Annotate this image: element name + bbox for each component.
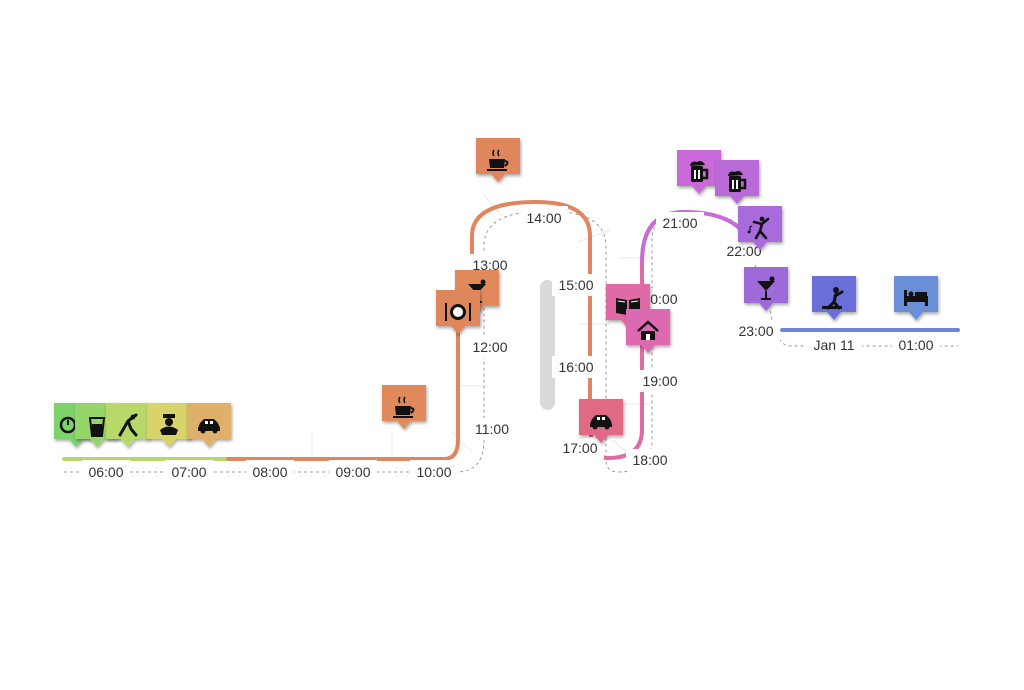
vertical-scrollbar-thumb[interactable] bbox=[540, 280, 555, 410]
tick-label-11: 11:00 bbox=[475, 421, 509, 437]
tick-label-07: 07:00 bbox=[171, 464, 206, 480]
tick-label-23: 23:00 bbox=[738, 323, 773, 339]
tick-label-jan-11: Jan 11 bbox=[814, 337, 855, 353]
tick-label-06: 06:00 bbox=[88, 464, 123, 480]
pin-dancing[interactable] bbox=[738, 206, 782, 250]
pin-coffee-morning[interactable] bbox=[382, 385, 426, 429]
tick-label-09: 09:00 bbox=[335, 464, 370, 480]
tick-label-01: 01:00 bbox=[898, 337, 933, 353]
tick-label-10: 10:00 bbox=[416, 464, 451, 480]
pin-beer-2[interactable] bbox=[715, 160, 759, 204]
pin-car-evening[interactable] bbox=[579, 399, 623, 443]
pin-stretching[interactable] bbox=[106, 403, 150, 447]
pin-car-morning[interactable] bbox=[187, 403, 231, 447]
pin-coffee-afternoon[interactable] bbox=[476, 138, 520, 182]
tick-label-18: 18:00 bbox=[632, 452, 667, 468]
track-workday bbox=[226, 199, 592, 461]
pin-lunch[interactable] bbox=[436, 290, 480, 334]
time-labels: 06:00 07:00 08:00 09:00 10:00 11:00 12:0… bbox=[82, 206, 940, 482]
pin-karaoke[interactable] bbox=[812, 276, 856, 320]
pin-sleep[interactable] bbox=[894, 276, 938, 320]
tick-label-17: 17:00 bbox=[562, 440, 597, 456]
tick-label-16: 16:00 bbox=[558, 359, 593, 375]
pin-beer-1[interactable] bbox=[677, 150, 721, 194]
tick-label-15: 15:00 bbox=[558, 277, 593, 293]
tick-label-22: 22:00 bbox=[726, 243, 761, 259]
tick-label-12: 12:00 bbox=[472, 339, 507, 355]
tick-label-13: 13:00 bbox=[472, 257, 507, 273]
pin-breakfast[interactable] bbox=[147, 403, 191, 447]
tick-label-21: 21:00 bbox=[662, 215, 697, 231]
pin-cocktail-night[interactable] bbox=[744, 267, 788, 311]
tick-label-20: 20:00 bbox=[642, 291, 677, 307]
pin-home[interactable] bbox=[626, 309, 670, 353]
tick-label-14: 14:00 bbox=[526, 210, 561, 226]
tick-label-19: 19:00 bbox=[642, 373, 677, 389]
event-pins bbox=[54, 138, 938, 447]
tick-label-08: 08:00 bbox=[252, 464, 287, 480]
